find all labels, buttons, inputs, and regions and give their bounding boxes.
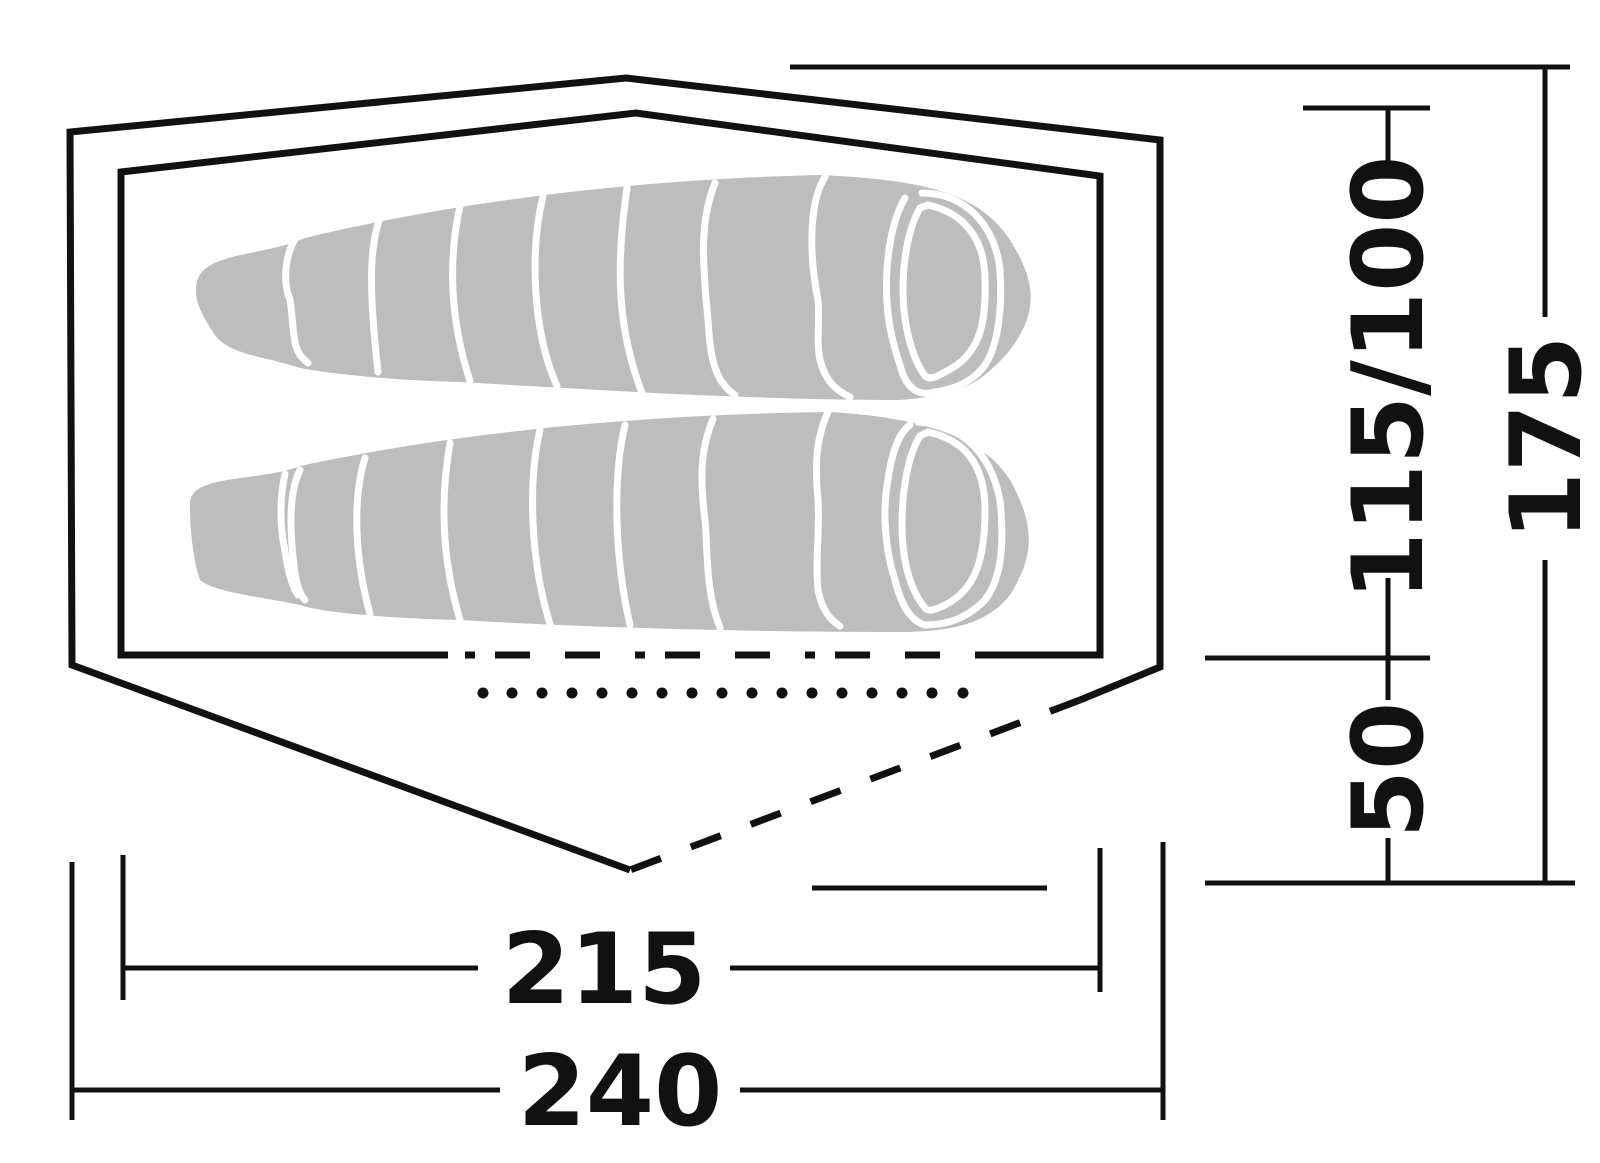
dim-label-215: 215 xyxy=(502,913,707,1027)
inner-tent-outline xyxy=(117,109,1104,659)
dim-label-175: 175 xyxy=(1490,336,1600,541)
sleeping-bag-bottom-seams xyxy=(277,408,1006,632)
dim-label-240: 240 xyxy=(518,1035,723,1149)
sleeping-bag-top xyxy=(195,173,1031,401)
flysheet-outline xyxy=(66,74,1164,874)
right-dimension-lines xyxy=(790,64,1575,886)
sleeping-bag-top-seams xyxy=(282,173,1005,401)
door-zip-dots xyxy=(477,687,969,699)
sleeping-bag-top-body xyxy=(195,175,1031,400)
flysheet-door-dashed xyxy=(628,696,1082,874)
outer-flysheet xyxy=(66,74,1164,874)
inner-tent xyxy=(117,109,1104,659)
bottom-dimension-lines xyxy=(69,842,1166,1120)
dim-label-115-100: 115/100 xyxy=(1332,156,1446,601)
sleeping-bag-bottom xyxy=(190,408,1029,632)
dim-label-50: 50 xyxy=(1332,702,1446,838)
